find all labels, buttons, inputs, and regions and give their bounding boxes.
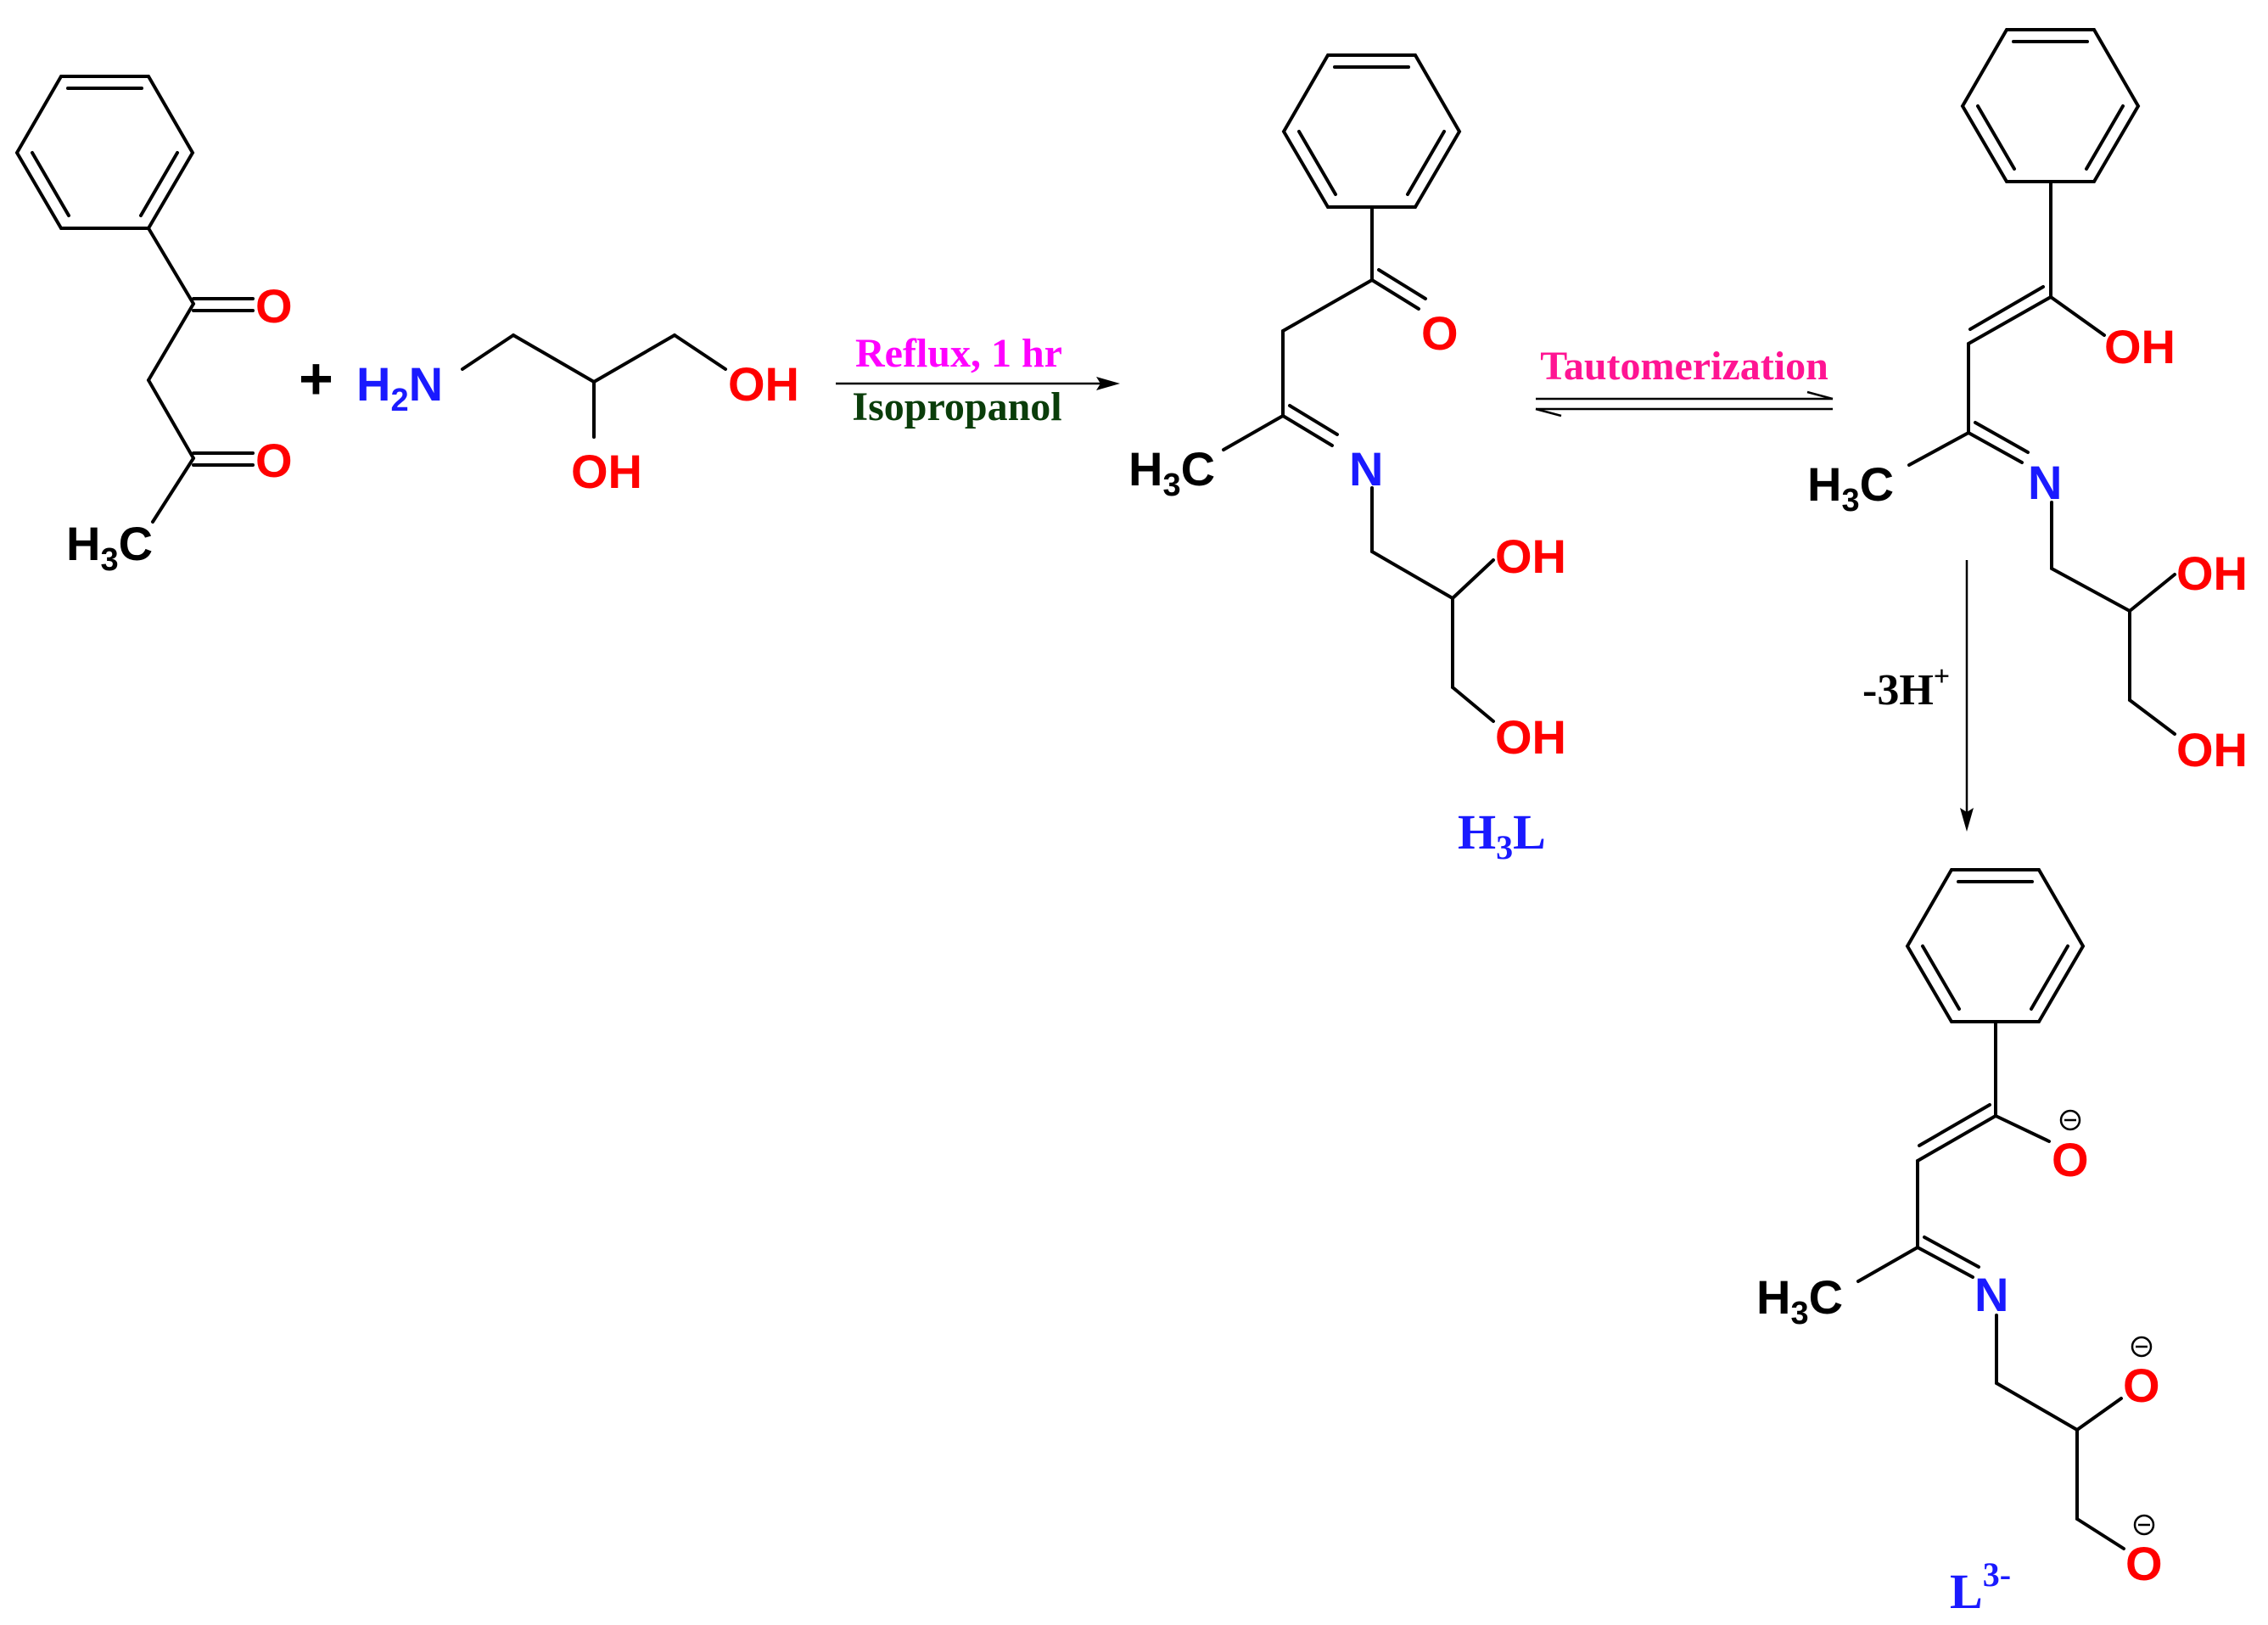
tautomerization-label: Tautomerization: [1540, 344, 1828, 389]
enol-phenyl-ring: [1960, 28, 2141, 183]
trianion-primary-alkoxide-oxygen: O: [2125, 1537, 2163, 1590]
enol-primary-oh: OH: [2176, 723, 2248, 776]
benzoylacetone-ketone-oxygen-2: O: [255, 434, 293, 487]
aminopropanediol-secondary-oh: OH: [571, 445, 642, 498]
plus-sign: +: [299, 345, 333, 412]
deprotonation-arrow-group: -3H+: [1862, 560, 1974, 832]
trianion-phenyl-ring: [1905, 868, 2086, 1023]
ligand-phenyl-ring: [1281, 53, 1462, 209]
negative-charge-icon: [2133, 1514, 2155, 1536]
aminopropanediol-terminal-oh: OH: [728, 357, 799, 411]
trianion-label-l3: L3-: [1950, 1555, 2011, 1619]
ligand-methyl-label: H3C: [1128, 442, 1215, 503]
negative-charge-icon: [2059, 1109, 2081, 1131]
aminopropanediol-structure: H2N OH OH: [356, 333, 799, 498]
ligand-label-h3l: H3L: [1458, 804, 1546, 866]
ligand-secondary-oh: OH: [1495, 530, 1566, 583]
deprotonation-label: -3H+: [1862, 661, 1950, 714]
reaction-arrow-head: [1096, 377, 1120, 390]
ligand-imine-nitrogen: N: [1349, 442, 1383, 496]
trianion-secondary-alkoxide-oxygen: O: [2123, 1359, 2160, 1412]
solvent-condition: Isopropanol: [852, 384, 1061, 429]
enol-methyl-label: H3C: [1807, 457, 1894, 518]
ligand-primary-oh: OH: [1495, 710, 1566, 764]
ligand-ketone-oxygen: O: [1421, 306, 1459, 360]
equilibrium-arrow-group: Tautomerization: [1535, 344, 1834, 417]
deprotonation-arrow-head: [1960, 808, 1974, 832]
trianion-enolate-oxygen: O: [2052, 1133, 2089, 1186]
benzoylacetone-ketone-oxygen-1: O: [255, 279, 293, 333]
trianion-structure: O N H3C O O L3-: [1756, 868, 2163, 1619]
enol-secondary-oh: OH: [2176, 546, 2248, 600]
negative-charge-icon: [2131, 1336, 2153, 1358]
enol-imine-nitrogen: N: [2028, 456, 2062, 509]
amine-nh2-label: H2N: [356, 357, 443, 418]
reflux-condition: Reflux, 1 hr: [855, 331, 1062, 376]
reaction-arrow-group: Reflux, 1 hr Isopropanol: [836, 331, 1120, 429]
trianion-methyl-label: H3C: [1756, 1270, 1843, 1331]
benzoylacetone-phenyl-ring: [14, 75, 195, 230]
ligand-enol-form-structure: OH N H3C OH OH: [1807, 28, 2248, 776]
ligand-keto-form-structure: O N H3C OH OH H3L: [1128, 53, 1566, 866]
enol-hydroxyl: OH: [2104, 320, 2176, 373]
trianion-imine-nitrogen: N: [1974, 1268, 2008, 1321]
benzoylacetone-methyl-label: H3C: [66, 517, 153, 578]
benzoylacetone-structure: O O H3C: [14, 75, 293, 578]
